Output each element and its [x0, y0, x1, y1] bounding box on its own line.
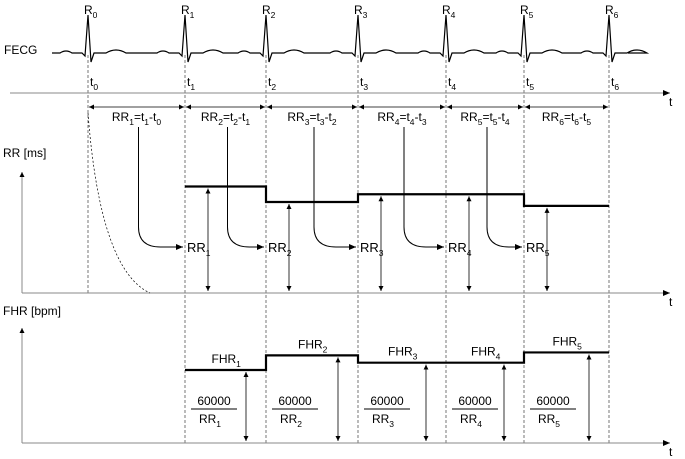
time-axis-label: t: [669, 95, 673, 109]
interval-formula: RR2=t2-t1: [201, 110, 251, 127]
fhr-fraction-numerator: 60000: [370, 394, 404, 408]
fhr-fraction-denominator: RR5: [538, 412, 560, 429]
r-wave-labels: R0 R1 R2 R3 R4 R5 R6: [84, 3, 619, 20]
fhr-fraction-denominator: RR3: [372, 412, 394, 429]
time-label: t4: [448, 75, 456, 92]
interval-formula: RR4=t4-t3: [377, 110, 427, 127]
time-label: t1: [187, 75, 195, 92]
rr-mapping-arrow: [227, 127, 264, 250]
r-wave-label: R6: [605, 3, 619, 20]
time-label: t2: [268, 75, 276, 92]
fhr-fraction-numerator: 60000: [458, 394, 492, 408]
rr-mapping-arrow: [313, 127, 356, 250]
fhr-value-label: FHR2: [298, 337, 328, 354]
time-label: t6: [611, 75, 619, 92]
interval-formula: RR6=t6-t5: [542, 110, 592, 127]
interval-formula: RR5=t5-t4: [460, 110, 510, 127]
fecg-label: FECG: [4, 43, 37, 57]
time-label: t3: [360, 75, 368, 92]
rr-value-label: RR5: [526, 240, 550, 258]
interval-formula: RR1=t1-t0: [112, 110, 162, 127]
fhr-value-label: FHR1: [212, 352, 242, 369]
fhr-fraction-denominator: RR1: [199, 412, 221, 429]
rr-initial-decay-curve: [87, 112, 151, 294]
rr-step-plot: RR1 RR2 RR3 RR4 RR5: [138, 127, 609, 291]
rr-mapping-arrow: [486, 127, 522, 250]
rr-value-label: RR3: [360, 240, 384, 258]
fhr-x-label: t: [669, 445, 673, 459]
fecg-waveform: [52, 14, 650, 63]
r-wave-label: R3: [354, 3, 368, 20]
rr-step-line: [185, 185, 609, 207]
fhr-fraction-numerator: 60000: [197, 394, 231, 408]
r-wave-label: R1: [181, 3, 195, 20]
rr-x-label: t: [669, 295, 673, 309]
fhr-y-label: FHR [bpm]: [3, 304, 61, 318]
r-wave-label: R4: [442, 3, 456, 20]
rr-y-label: RR [ms]: [3, 146, 46, 160]
fhr-fraction-numerator: 60000: [536, 394, 570, 408]
time-label: t0: [90, 75, 98, 92]
rr-value-label: RR4: [448, 240, 472, 258]
r-wave-label: R0: [84, 3, 98, 20]
fhr-fraction-denominator: RR4: [460, 412, 482, 429]
rr-value-label: RR1: [187, 240, 211, 258]
r-wave-label: R2: [262, 3, 276, 20]
time-labels: t0 t1 t2 t3 t4 t5 t6: [90, 75, 619, 92]
rr-mapping-arrow: [403, 127, 444, 250]
rr-mapping-arrow: [138, 127, 183, 250]
rr-value-label: RR2: [268, 240, 292, 258]
rr-interval-dimensions: RR1=t1-t0 RR2=t2-t1 RR3=t3-t2 RR4=t4-t3 RR5=…: [89, 104, 608, 127]
fhr-step-line: [185, 351, 609, 372]
fhr-value-label: FHR5: [553, 334, 583, 351]
r-wave-label: R5: [520, 3, 534, 20]
fhr-value-label: FHR3: [388, 345, 418, 362]
interval-formula: RR3=t3-t2: [287, 110, 337, 127]
fhr-value-label: FHR4: [471, 345, 501, 362]
fhr-fraction-denominator: RR2: [280, 412, 302, 429]
time-label: t5: [526, 75, 534, 92]
fhr-fraction-numerator: 60000: [278, 394, 312, 408]
